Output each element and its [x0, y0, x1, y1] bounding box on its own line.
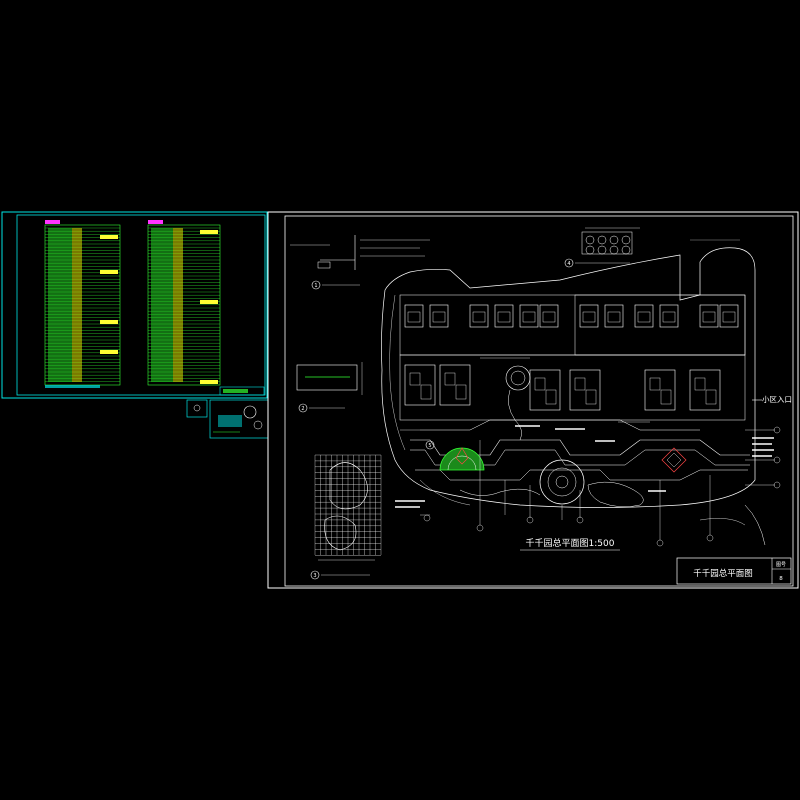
schedule-title-block: [219, 386, 265, 396]
detail-wall-section: 1: [290, 235, 430, 290]
detail-circle-icon: [298, 403, 308, 413]
plant-schedule-sheet: [1, 211, 268, 399]
schedule-sheet-outer-frame: [1, 211, 268, 399]
detail-circle-icon: [310, 570, 320, 580]
entrance-label: 小区入口: [762, 395, 792, 404]
title-block-field: 图号: [776, 562, 786, 568]
detail-grid-pattern: 3: [310, 454, 382, 580]
plan-caption: 千千园总平面图1:500: [526, 537, 615, 549]
schedule-table-right: [147, 220, 221, 386]
small-sheet-1: [186, 399, 208, 418]
title-block-name: 千千园总平面图: [693, 568, 753, 579]
detail-circle-icon: [311, 280, 321, 290]
small-detail-sheets: [186, 399, 269, 439]
site-plan-outer-frame: [267, 211, 799, 589]
site-plan-inner-frame: [284, 215, 794, 587]
schedule-table-left: [44, 220, 121, 388]
detail-marker-1: 1: [314, 283, 317, 289]
detail-marker-4: 4: [567, 261, 570, 267]
schedule-sheet-inner-frame: [16, 214, 266, 396]
title-block-sheet-number: 8: [779, 576, 783, 582]
detail-circle-icon: [564, 258, 574, 268]
detail-marker-5: 5: [428, 443, 431, 449]
detail-circle-icon: [425, 440, 435, 450]
detail-paving-pattern: 4: [564, 227, 640, 268]
title-block: 千千园总平面图 图号 8: [676, 557, 792, 585]
detail-marker-2: 2: [301, 406, 304, 412]
detail-bench: 2: [296, 362, 363, 413]
site-plan-sheet: 1 4 2: [267, 211, 799, 589]
site-plan: [381, 239, 781, 547]
detail-marker-3: 3: [313, 573, 316, 579]
site-boundary: [381, 247, 756, 508]
